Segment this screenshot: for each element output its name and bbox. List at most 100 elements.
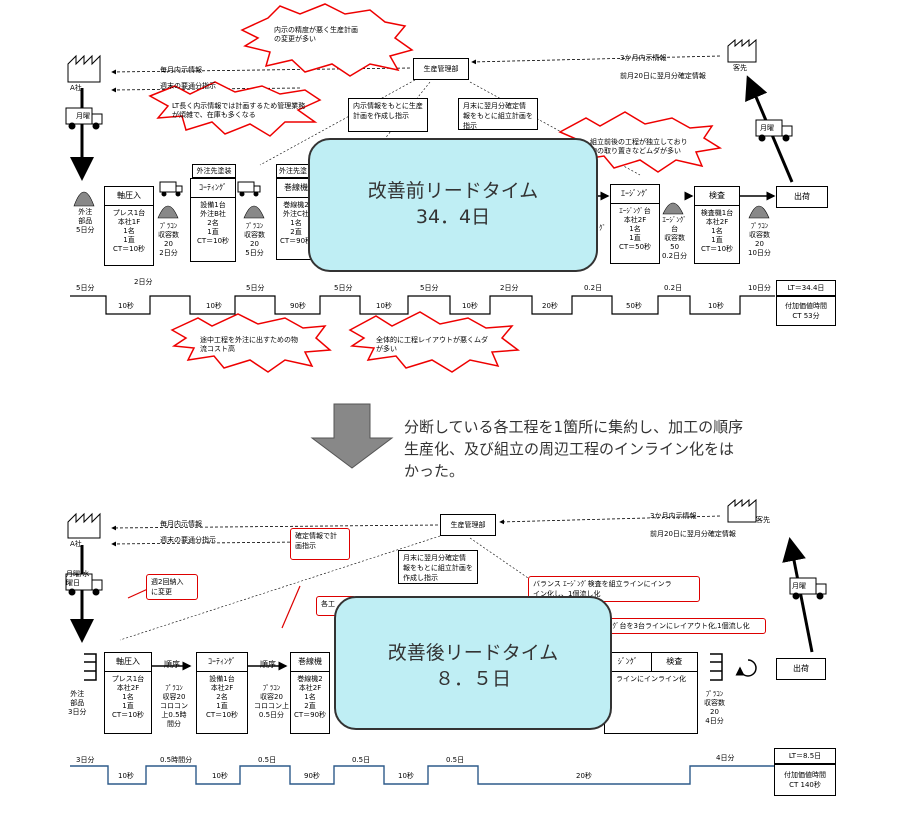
info-arrow	[259, 79, 416, 166]
instruction-note: 月末に翌月分確定情 報をもとに組立計画を 作成し指示	[398, 550, 478, 584]
info-label: 毎月内示情報	[160, 520, 202, 528]
timeline-bottom-label: 10秒	[462, 302, 478, 310]
truck-label: 月曜/水 曜日	[66, 570, 90, 587]
timeline-bottom-label: 20秒	[542, 302, 558, 310]
process-title: ｺｰﾃｨﾝｸﾞ	[191, 179, 235, 198]
timeline-bottom-label: 10秒	[398, 772, 414, 780]
timeline-bottom-label: 10秒	[708, 302, 724, 310]
truck-icon	[789, 577, 827, 600]
info-arrow	[119, 535, 441, 641]
timeline-top-label: 3日分	[76, 756, 95, 764]
lead-time-before-overlay: 改善前リードタイム 34．4日	[308, 138, 598, 272]
timeline-top-label: 5日分	[246, 284, 265, 292]
timeline-top-label: 0.5日	[352, 756, 371, 764]
process-details: 巻線機2 本社2F 1名 2直 CT＝90秒	[293, 675, 327, 719]
process-box-coating: ｺｰﾃｨﾝｸﾞ 設備1台 本社2F 2名 1直 CT＝10秒	[196, 652, 248, 734]
process-title: 軸圧入	[105, 187, 153, 206]
process-box-winding: 巻線機 巻線機2 本社2F 1名 2直 CT＝90秒	[290, 652, 330, 734]
inventory-label: ﾌﾟﾗｺﾝ 収容数 20 4日分	[704, 690, 725, 725]
buffer-icon	[84, 653, 723, 681]
problem-burst-text: 組立前後の工程が独立しており 物の取り置きなどムダが多い	[590, 138, 688, 155]
process-title: 巻線機	[277, 179, 315, 198]
process-details: 巻線機2 外注C社 1名 2直 CT＝90秒	[279, 201, 313, 245]
process-details: プレス1台 本社1F 1名 1直 CT＝10秒	[112, 209, 146, 253]
process-title: ｼﾞﾝｸﾞ	[605, 653, 652, 671]
timeline-bottom-label: 10秒	[206, 302, 222, 310]
inventory-label: ﾌﾟﾗｺﾝ 収容20 コロコン上 0.5日分	[254, 684, 289, 719]
process-details: 検査機1台 本社2F 1名 1直 CT＝10秒	[700, 209, 734, 253]
timeline-top-label: 0.5時間分	[160, 756, 193, 764]
problem-burst-text: 内示の精度が悪く生産計画 の変更が多い	[274, 26, 358, 43]
timeline-top-label: 5日分	[76, 284, 95, 292]
inventory-icon	[73, 191, 770, 219]
improvement-callout: 週2回納入 に変更	[146, 574, 198, 600]
factory-icon	[67, 54, 101, 83]
timeline	[70, 295, 775, 315]
inventory-label: ﾌﾟﾗｺﾝ 収容数 20 5日分	[244, 222, 265, 257]
timeline-top-label: 0.5日	[258, 756, 277, 764]
timeline-top-label: 0.2日	[664, 284, 683, 292]
timeline-top-label: 5日分	[420, 284, 439, 292]
flow-label: 順序	[260, 660, 276, 669]
info-arrow	[111, 67, 411, 75]
info-arrow	[471, 55, 721, 65]
timeline-top-label: 5日分	[334, 284, 353, 292]
process-title: ｺｰﾃｨﾝｸﾞ	[197, 653, 247, 672]
timeline-bottom-label: 90秒	[290, 302, 306, 310]
info-label: 3か月内示情報	[620, 54, 667, 62]
problem-burst-text: 全体的に工程レイアウトが悪くムダ が多い	[376, 336, 488, 353]
info-label: 週末の要通分指示	[160, 536, 216, 544]
process-box-press: 軸圧入 プレス1台 本社1F 1名 1直 CT＝10秒	[104, 186, 154, 266]
timeline-bottom-label: 50秒	[626, 302, 642, 310]
production-control-box: 生産管理部	[440, 514, 496, 536]
truck-icon	[159, 181, 183, 197]
timeline-bottom-label: 10秒	[376, 302, 392, 310]
outsource-tag: 外注先塗	[276, 164, 310, 178]
process-details: 設備1台 外注B社 2名 1直 CT＝10秒	[196, 201, 230, 245]
outsourced-parts-label: 外注 部品 3日分	[68, 690, 87, 716]
outsourced-parts-label: 外注 部品 5日分	[76, 208, 95, 234]
process-title-row: ｼﾞﾝｸﾞ 検査	[605, 653, 697, 672]
inventory-label: ｴｰｼﾞﾝｸﾞ 台 収容数 50 0.2日分	[662, 216, 688, 260]
process-box-press: 軸圧入 プレス1台 本社2F 1名 1直 CT＝10秒	[104, 652, 152, 734]
info-label: 前月20日に翌月分確定情報	[650, 530, 736, 538]
info-label: 3か月内示情報	[650, 512, 697, 520]
info-arrow	[111, 541, 301, 547]
supplier-label: A社	[70, 84, 82, 92]
process-box-aging-inspection: ｼﾞﾝｸﾞ 検査 ラインにインライン化	[604, 652, 698, 734]
instruction-note: 月末に翌月分確定情 報をもとに組立計画を 指示	[458, 98, 538, 130]
lead-time-total: LT＝8.5日	[774, 748, 836, 764]
inventory-label: ﾌﾟﾗｺﾝ 収容20 コロコン 上0.5時 間分	[160, 684, 188, 728]
truck-label: 月曜	[76, 112, 90, 120]
factory-icon	[727, 498, 757, 523]
truck-label: 月曜	[760, 124, 774, 132]
problem-burst-text: 途中工程を外注に出すための物 流コスト高	[200, 336, 298, 353]
improvement-callout: ｴｰｼﾞﾝｸﾞ台を3台ラインにレイアウト化,1個流し化	[590, 618, 766, 634]
ship-box: 出荷	[776, 658, 826, 680]
improvement-message: 分断している各工程を1箇所に集約し、加工の順序 生産化、及び組立の周辺工程のイン…	[404, 418, 744, 480]
process-details: ｴｰｼﾞﾝｸﾞ台 本社2F 1名 1直 CT＝50秒	[618, 207, 652, 251]
customer-label: 客先	[733, 64, 747, 72]
timeline-top-label: 0.2日	[584, 284, 603, 292]
truck-icon	[65, 107, 103, 130]
outsource-tag: 外注先塗装	[192, 164, 236, 178]
cycle-icon	[735, 659, 757, 677]
timeline-bottom-label: 10秒	[212, 772, 228, 780]
process-title: 軸圧入	[105, 653, 151, 672]
truck-icon	[237, 181, 261, 197]
supplier-label: A社	[70, 540, 82, 548]
info-label: 毎月内示情報	[160, 66, 202, 74]
timeline-bottom-label: 10秒	[118, 302, 134, 310]
factory-icon	[67, 512, 101, 539]
shipment-arrow	[782, 537, 814, 653]
customer-label: 客先	[756, 516, 770, 524]
production-control-box: 生産管理部	[413, 58, 469, 80]
timeline-bottom-label: 20秒	[576, 772, 592, 780]
process-details: プレス1台 本社2F 1名 1直 CT＝10秒	[111, 675, 145, 719]
truck-label: 月曜	[792, 582, 806, 590]
timeline-top-label: 0.5日	[446, 756, 465, 764]
process-box-coating: ｺｰﾃｨﾝｸﾞ 設備1台 外注B社 2名 1直 CT＝10秒	[190, 178, 236, 262]
timeline-top-label: 2日分	[134, 278, 153, 286]
info-label: 週末の要通分指示	[160, 82, 216, 90]
